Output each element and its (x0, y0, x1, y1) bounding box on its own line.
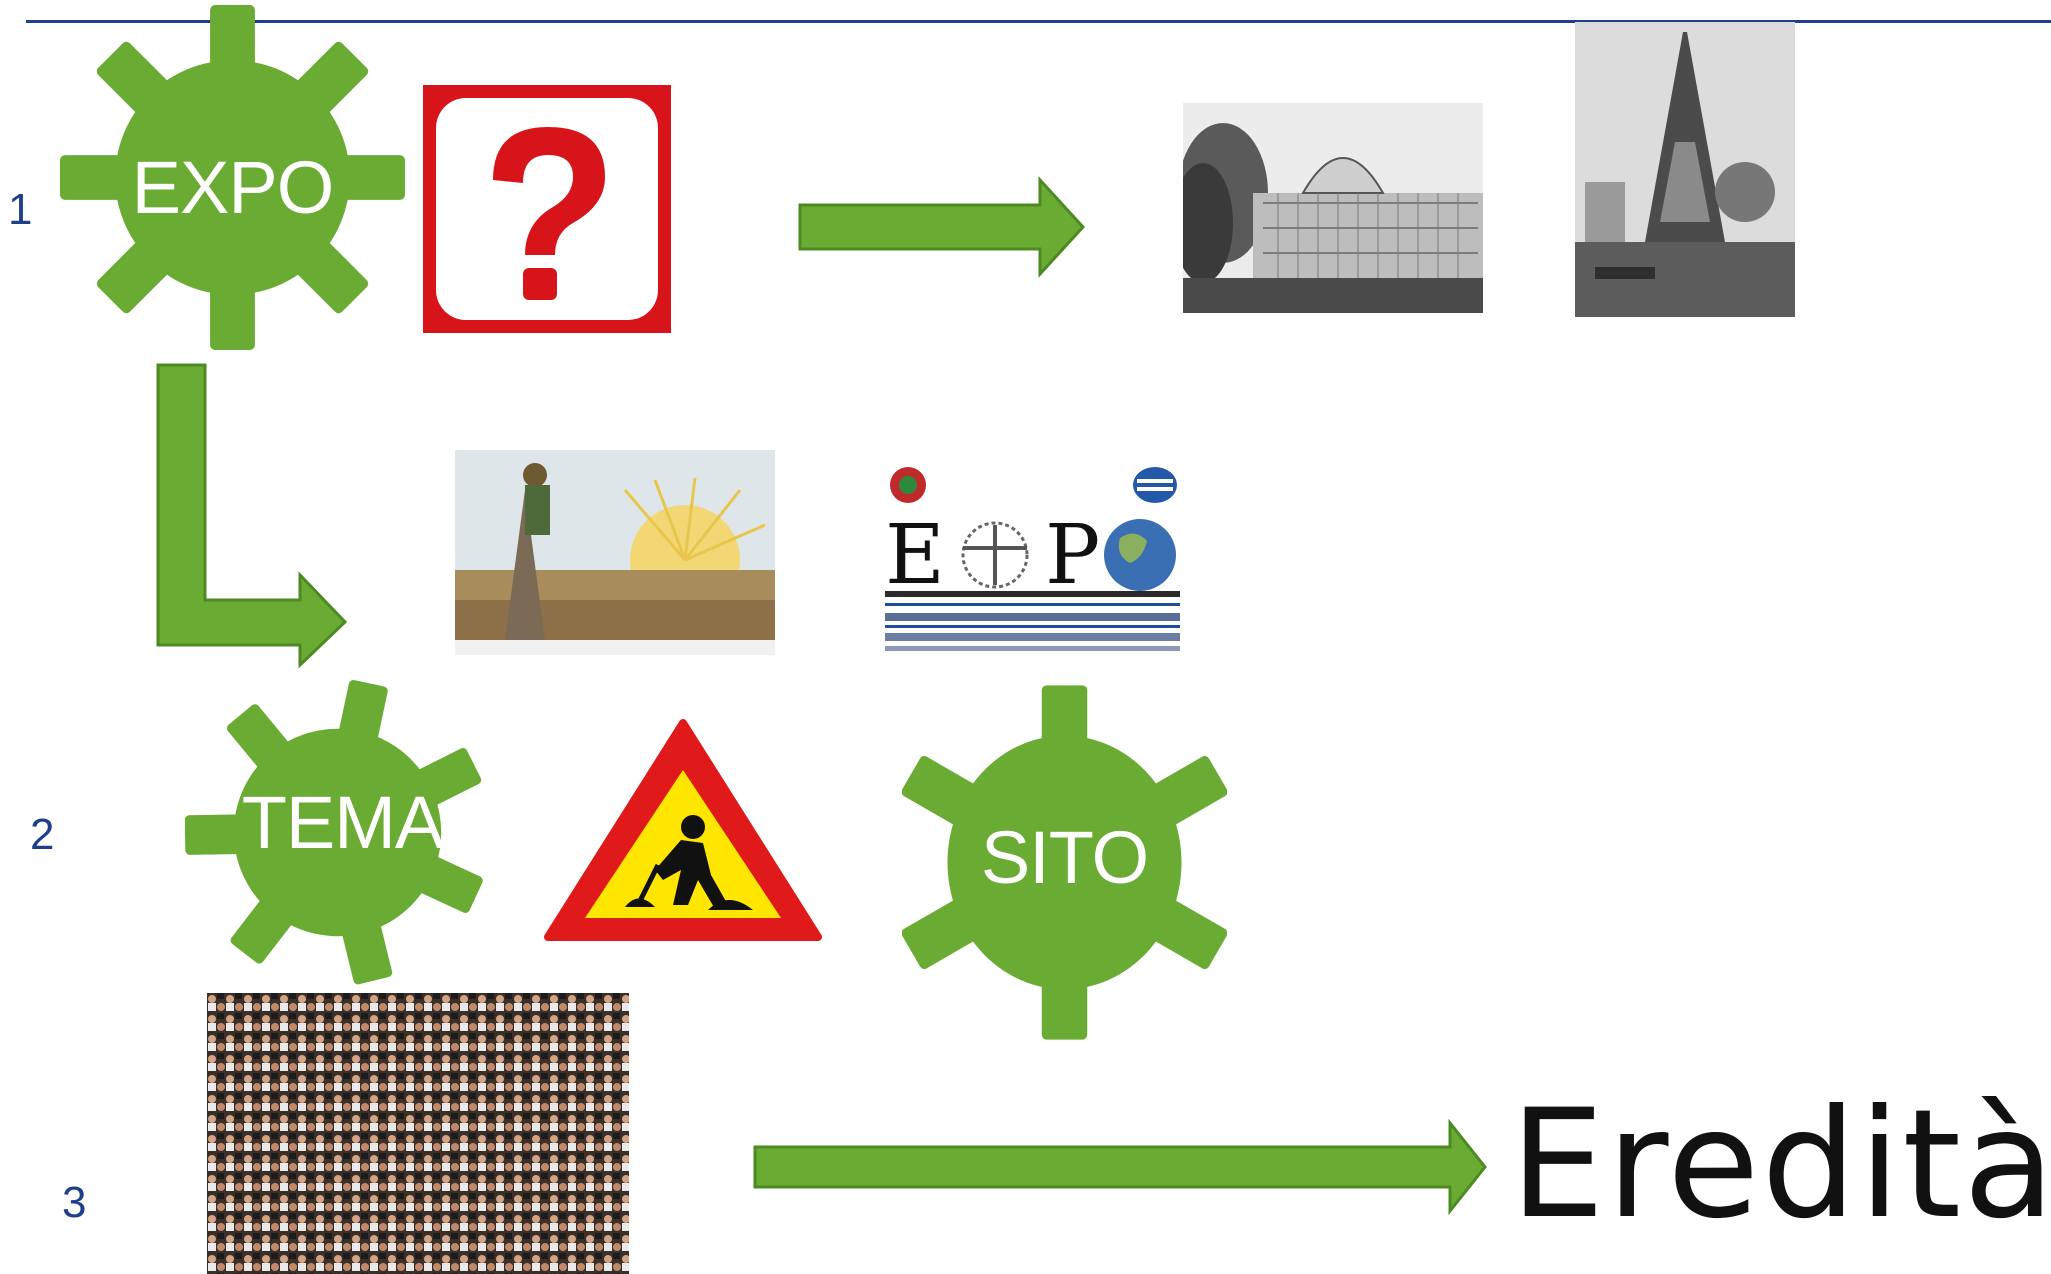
roadwork-warning-icon (543, 715, 823, 945)
row-number-2: 2 (30, 810, 55, 859)
expo-gear: EXPO (60, 5, 405, 350)
gear-icon (902, 685, 1227, 1040)
sito-gear: SITO (902, 685, 1227, 1040)
row-number-1: 1 (8, 185, 33, 234)
vintage-poster-image (455, 450, 775, 655)
arrow-right-long-icon (753, 1118, 1487, 1216)
question-mark-icon (423, 85, 671, 333)
expo-2015-logo: E P (885, 463, 1180, 653)
svg-text:E: E (885, 508, 945, 603)
top-rule (26, 20, 2051, 23)
gear-icon (185, 680, 483, 985)
sito-label: SITO (980, 816, 1149, 899)
tema-gear: TEMA (185, 680, 490, 985)
svg-text:P: P (1045, 508, 1100, 603)
crystal-palace-photo (1183, 103, 1483, 313)
row-number-3: 3 (62, 1178, 87, 1227)
arrow-right-icon (798, 176, 1086, 278)
crowd-photo (207, 993, 629, 1274)
expo-label: EXPO (131, 146, 335, 229)
eiffel-tower-photo (1575, 22, 1795, 317)
arrow-down-right-icon (156, 363, 348, 669)
gear-icon (60, 5, 405, 350)
legacy-heading: Eredità (1510, 1078, 2051, 1252)
tema-label: TEMA (241, 781, 445, 864)
